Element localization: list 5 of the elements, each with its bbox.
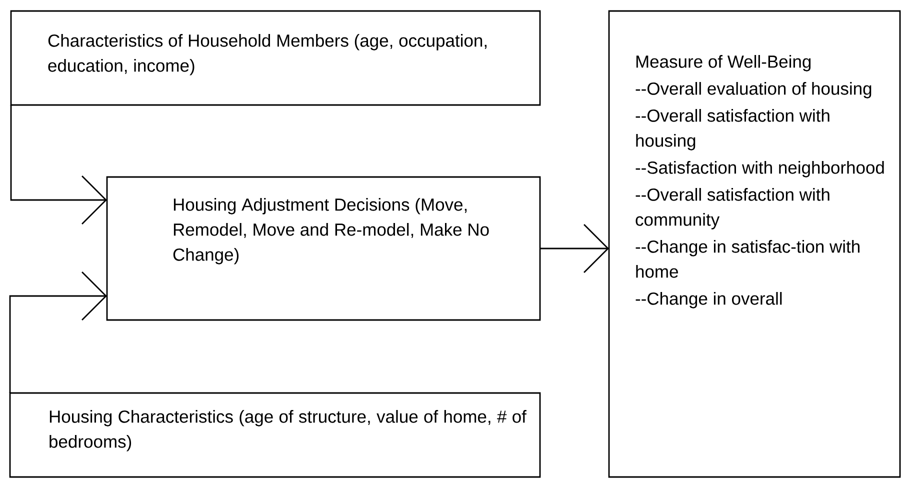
outcome-box: Measure of Well-Being --Overall evaluation of housing --Overall satisfaction with housing --Satisfaction with neighborhood --Overall satisfaction with community --Change in satisfac-tion with home --Change in overall [608, 10, 901, 478]
arrow [9, 272, 107, 393]
decision-box: Housing Adjustment Decisions (Move, Remodel, Move and Re-model, Make No Change) [106, 176, 541, 321]
factor-box: Characteristics of Household Members (age, occupation, education, income) [10, 10, 541, 106]
factor-box: Housing Characteristics (age of structure, value of home, # of bedrooms) [9, 392, 541, 478]
